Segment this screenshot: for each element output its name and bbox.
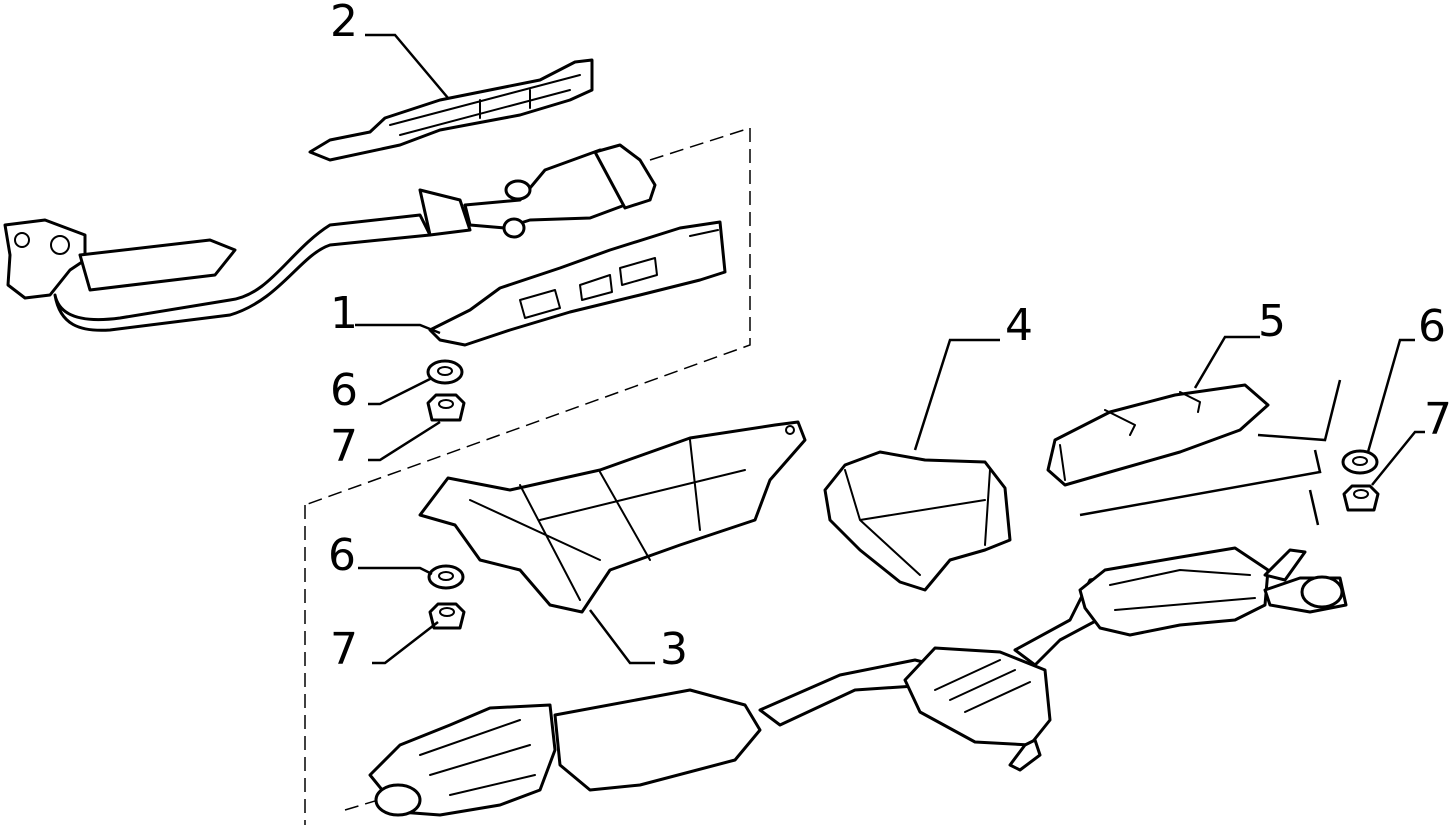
middle-heat-shield: [418, 420, 807, 614]
nut-7b: [428, 602, 466, 630]
rear-exhaust-assembly: [368, 546, 1348, 817]
box-heat-shield: [823, 450, 1012, 592]
nut-7a: [426, 393, 466, 422]
nut-7c: [1342, 484, 1380, 512]
rear-heat-shield: [1046, 383, 1270, 487]
callout-7-lower: 7: [330, 624, 358, 675]
callout-1: 1: [330, 288, 358, 339]
callout-leaders: [355, 33, 1425, 665]
washer-6c: [1341, 449, 1379, 475]
callout-6-lower: 6: [328, 530, 356, 581]
callout-6-upper: 6: [330, 365, 358, 416]
mounting-lines: [1079, 379, 1342, 526]
callout-4: 4: [1005, 300, 1033, 351]
callout-3: 3: [660, 624, 688, 675]
callout-labels: 2 1 6 7 6 7 3 4 5 6 7: [328, 0, 1451, 675]
front-exhaust-pipe: [3, 143, 657, 332]
washer-6a: [426, 359, 464, 385]
callout-7-right: 7: [1424, 394, 1451, 445]
upper-heat-shield: [308, 58, 594, 162]
callout-2: 2: [330, 0, 358, 47]
lower-heat-shield: [428, 220, 727, 347]
callout-6-right: 6: [1418, 301, 1446, 352]
callout-5: 5: [1258, 296, 1286, 347]
callout-7-upper: 7: [330, 421, 358, 472]
washer-6b: [427, 564, 465, 590]
